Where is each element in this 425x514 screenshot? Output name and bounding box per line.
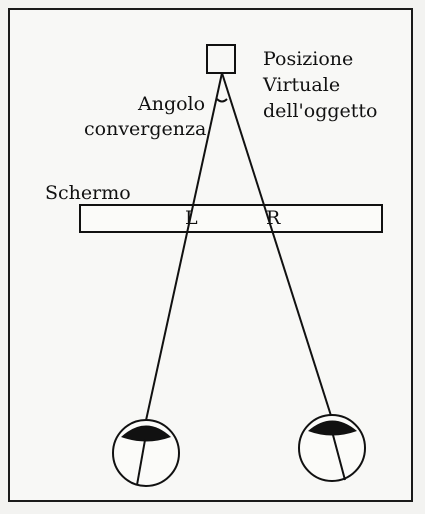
- convergence-angle-label-line2: convergenza: [84, 118, 207, 140]
- right-sight-line: [221, 72, 334, 423]
- convergence-angle-arc: [216, 98, 228, 103]
- convergence-angle-label-line1: Angolo: [138, 93, 206, 115]
- virtual-object-square: [206, 44, 236, 74]
- left-sight-line: [144, 72, 223, 426]
- screen-label: Schermo: [45, 182, 131, 204]
- object-position-label-line3: dell'oggetto: [263, 100, 378, 122]
- right-pupil: [308, 420, 357, 436]
- right-eye: [298, 414, 366, 482]
- screen-bar: [79, 204, 383, 233]
- left-point-label: L: [185, 207, 198, 229]
- right-point-label: R: [266, 207, 281, 229]
- object-position-label-line2: Virtuale: [263, 74, 341, 96]
- object-position-label-line1: Posizione: [263, 48, 354, 70]
- left-pupil: [121, 425, 171, 442]
- left-eye: [112, 419, 180, 487]
